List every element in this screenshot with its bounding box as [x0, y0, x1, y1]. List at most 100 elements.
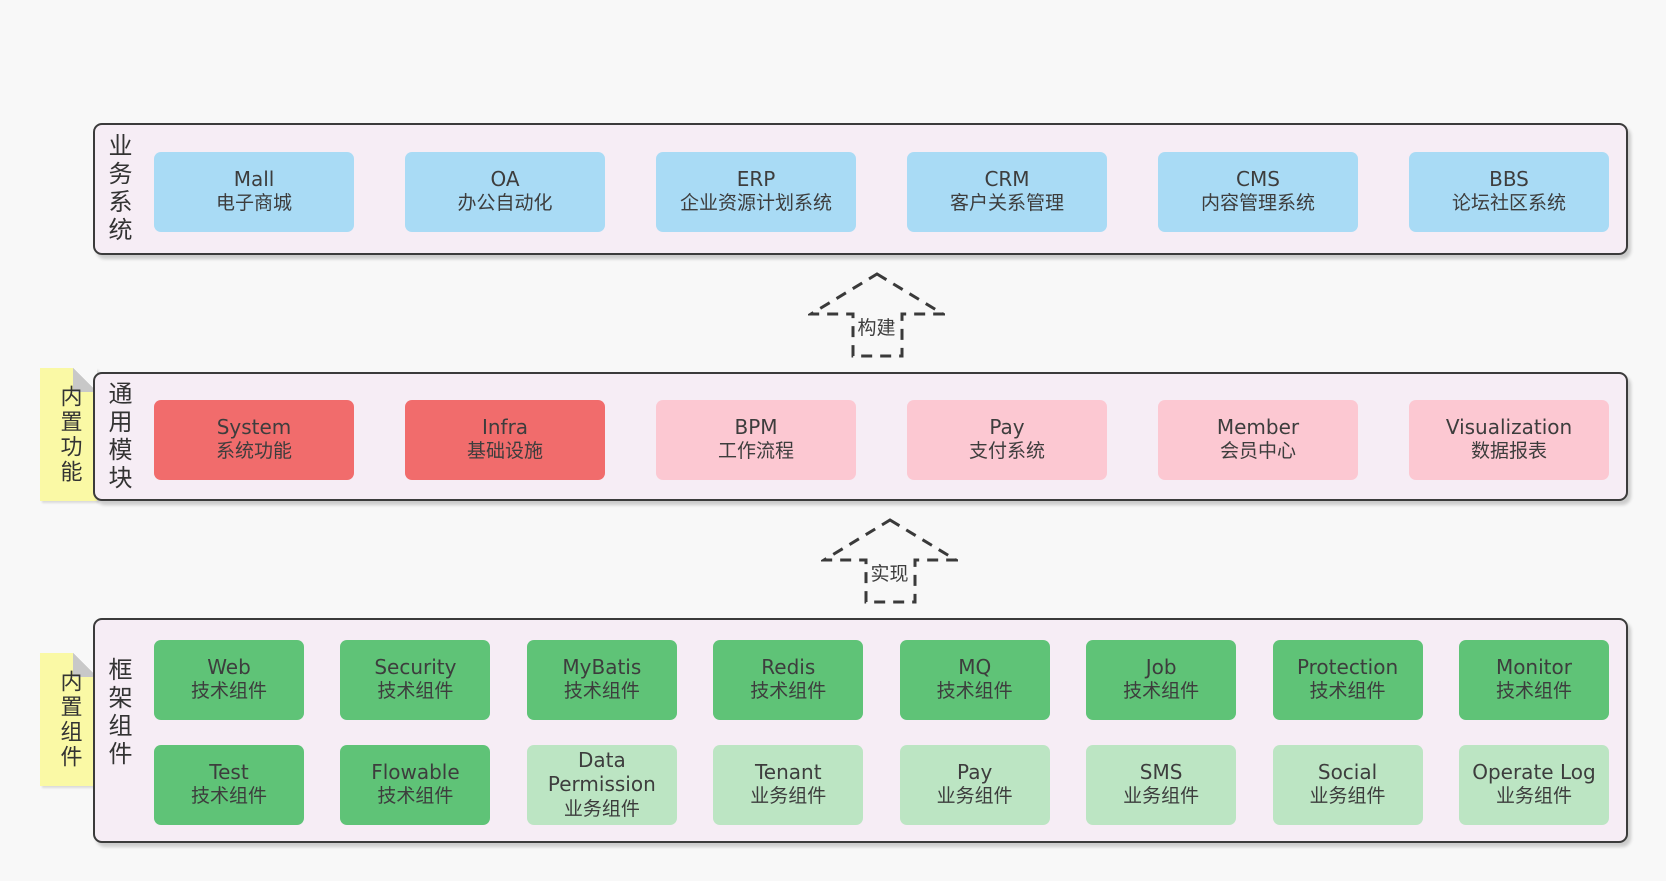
box-subtitle: 技术组件 — [377, 785, 454, 808]
box-subtitle: 客户关系管理 — [949, 192, 1064, 215]
box-title: SMS — [1139, 759, 1183, 784]
box-system: System 系统功能 — [154, 400, 354, 480]
box-data-permission: Data Permission 业务组件 — [526, 745, 677, 825]
box-title: Mall — [233, 166, 275, 191]
box-title: Visualization — [1445, 414, 1573, 439]
arrow-implement: 实现 — [821, 518, 958, 606]
box-subtitle: 技术组件 — [1309, 680, 1386, 703]
arrow-build: 构建 — [808, 272, 945, 360]
box-subtitle: 系统功能 — [215, 440, 292, 463]
sticky-label: 内置组件 — [56, 669, 82, 770]
box-erp: ERP 企业资源计划系统 — [656, 152, 856, 232]
box-title: MyBatis — [562, 654, 642, 679]
box-mall: Mall 电子商城 — [154, 152, 354, 232]
box-subtitle: 办公自动化 — [457, 192, 553, 215]
box-subtitle: 技术组件 — [936, 680, 1013, 703]
sticky-note-builtin-features: 内置功能 — [40, 368, 97, 501]
box-flowable: Flowable 技术组件 — [340, 745, 491, 825]
box-title: Operate Log — [1472, 759, 1596, 784]
box-title: OA — [490, 166, 520, 191]
box-monitor: Monitor 技术组件 — [1458, 640, 1609, 720]
box-subtitle: 数据报表 — [1470, 440, 1547, 463]
arrow-label: 构建 — [854, 312, 899, 341]
box-mq: MQ 技术组件 — [899, 640, 1050, 720]
box-tenant: Tenant 业务组件 — [713, 745, 864, 825]
box-pay-component: Pay 业务组件 — [899, 745, 1050, 825]
box-test: Test 技术组件 — [154, 745, 304, 825]
box-job: Job 技术组件 — [1086, 640, 1237, 720]
box-title: Pay — [957, 759, 993, 784]
box-subtitle: 技术组件 — [190, 680, 267, 703]
box-title: Protection — [1296, 654, 1399, 679]
box-title: Data Permission — [547, 747, 656, 797]
box-subtitle: 技术组件 — [563, 680, 640, 703]
box-title: Social — [1317, 759, 1378, 784]
box-web: Web 技术组件 — [154, 640, 304, 720]
box-title: ERP — [736, 166, 776, 191]
box-title: Test — [209, 759, 249, 784]
box-title: CMS — [1236, 166, 1280, 191]
box-subtitle: 技术组件 — [1495, 680, 1572, 703]
box-title: Infra — [481, 414, 529, 439]
box-row: Test 技术组件 Flowable 技术组件 Data Permission … — [154, 745, 1609, 825]
box-visualization: Visualization 数据报表 — [1409, 400, 1609, 480]
band-common-modules: 通用模块 System 系统功能 Infra 基础设施 BPM 工作流程 Pay… — [93, 372, 1628, 501]
box-subtitle: 内容管理系统 — [1200, 192, 1315, 215]
box-bbs: BBS 论坛社区系统 — [1409, 152, 1609, 232]
box-title: CRM — [984, 166, 1030, 191]
box-title: System — [216, 414, 292, 439]
box-subtitle: 电子商城 — [215, 192, 292, 215]
sticky-label: 内置功能 — [56, 384, 82, 485]
box-security: Security 技术组件 — [340, 640, 491, 720]
box-title: Tenant — [754, 759, 822, 784]
box-row: Mall 电子商城 OA 办公自动化 ERP 企业资源计划系统 CRM 客户关系… — [154, 152, 1609, 232]
box-social: Social 业务组件 — [1272, 745, 1423, 825]
box-title: BPM — [734, 414, 778, 439]
box-subtitle: 技术组件 — [190, 785, 267, 808]
box-crm: CRM 客户关系管理 — [907, 152, 1107, 232]
box-title: Security — [374, 654, 457, 679]
box-protection: Protection 技术组件 — [1272, 640, 1423, 720]
box-title: Flowable — [371, 759, 460, 784]
box-subtitle: 技术组件 — [750, 680, 827, 703]
box-title: Pay — [989, 414, 1025, 439]
up-arrow-icon — [821, 518, 958, 604]
band-framework-components: 框架组件 Web 技术组件 Security 技术组件 MyBatis 技术组件… — [93, 618, 1628, 843]
box-operate-log: Operate Log 业务组件 — [1458, 745, 1609, 825]
band-title: 业务系统 — [104, 133, 132, 245]
sticky-note-builtin-components: 内置组件 — [40, 653, 97, 786]
box-cms: CMS 内容管理系统 — [1158, 152, 1358, 232]
box-subtitle: 技术组件 — [1123, 680, 1200, 703]
box-infra: Infra 基础设施 — [405, 400, 605, 480]
box-title: Web — [207, 654, 251, 679]
box-subtitle: 论坛社区系统 — [1451, 192, 1566, 215]
box-subtitle: 业务组件 — [936, 785, 1013, 808]
box-title: MQ — [958, 654, 992, 679]
box-subtitle: 业务组件 — [563, 797, 640, 820]
box-subtitle: 支付系统 — [968, 440, 1045, 463]
box-sms: SMS 业务组件 — [1086, 745, 1237, 825]
box-subtitle: 工作流程 — [717, 440, 794, 463]
box-subtitle: 业务组件 — [1123, 785, 1200, 808]
box-subtitle: 业务组件 — [1495, 785, 1572, 808]
box-oa: OA 办公自动化 — [405, 152, 605, 232]
box-title: Monitor — [1495, 654, 1572, 679]
box-subtitle: 企业资源计划系统 — [679, 192, 832, 215]
box-subtitle: 基础设施 — [466, 440, 543, 463]
box-title: Job — [1145, 654, 1177, 679]
box-title: Redis — [761, 654, 816, 679]
box-subtitle: 会员中心 — [1219, 440, 1296, 463]
band-title: 通用模块 — [104, 380, 132, 493]
box-title: BBS — [1489, 166, 1529, 191]
band-title: 框架组件 — [104, 656, 132, 769]
up-arrow-icon — [808, 272, 945, 358]
band-business-systems: 业务系统 Mall 电子商城 OA 办公自动化 ERP 企业资源计划系统 CRM… — [93, 123, 1628, 255]
box-row: Web 技术组件 Security 技术组件 MyBatis 技术组件 Redi… — [154, 640, 1609, 720]
box-mybatis: MyBatis 技术组件 — [526, 640, 677, 720]
box-bpm: BPM 工作流程 — [656, 400, 856, 480]
box-subtitle: 技术组件 — [377, 680, 454, 703]
box-pay-system: Pay 支付系统 — [907, 400, 1107, 480]
box-subtitle: 业务组件 — [1309, 785, 1386, 808]
box-row: System 系统功能 Infra 基础设施 BPM 工作流程 Pay 支付系统… — [154, 400, 1609, 480]
